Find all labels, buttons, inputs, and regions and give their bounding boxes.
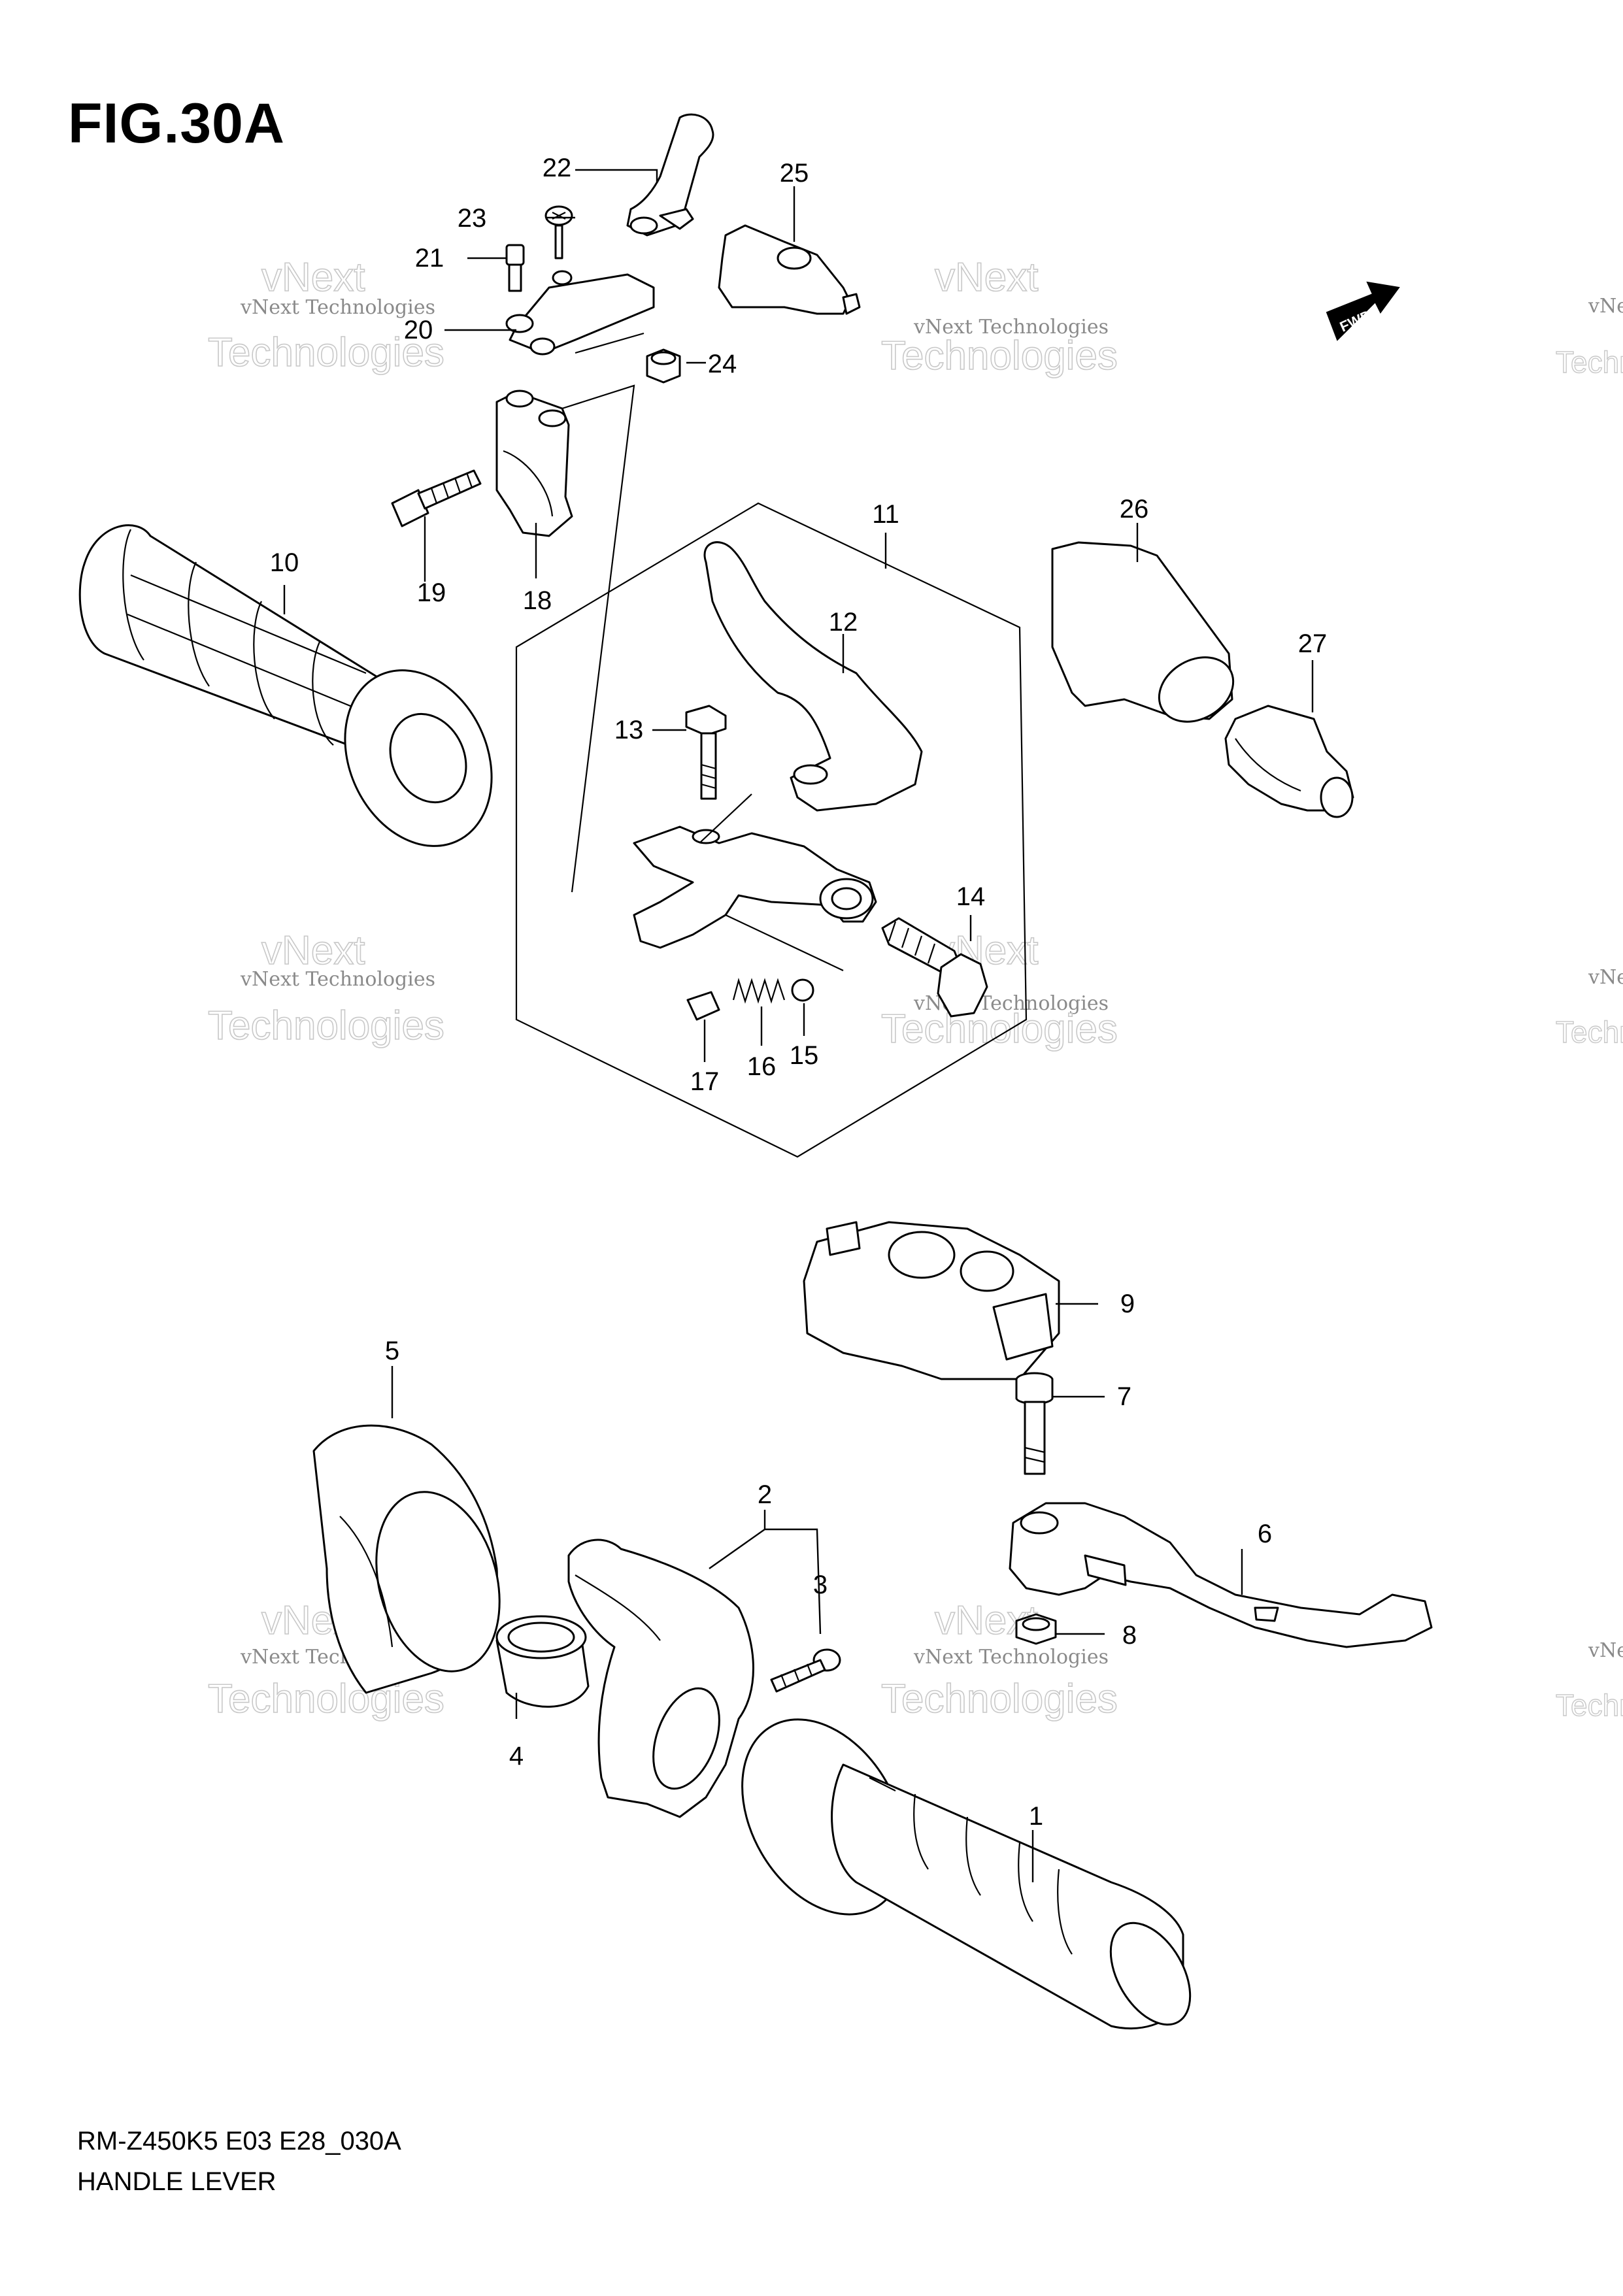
svg-text:vNext: vNext: [261, 255, 365, 300]
part-7-bolt: [1015, 1372, 1054, 1475]
svg-text:vNext Technologies: vNext Technologies: [240, 296, 435, 319]
callout-18: 18: [523, 586, 552, 615]
svg-text:vNext Technologies: vNext Technologies: [240, 968, 435, 991]
callout-6: 6: [1258, 1520, 1272, 1548]
part-26-cover: [1051, 541, 1235, 723]
callout-25: 25: [780, 159, 809, 188]
callout-13: 13: [614, 716, 644, 744]
part-12-lever: [703, 541, 923, 812]
part-9-switch-housing: [803, 1221, 1060, 1380]
watermark: vNext Technologies Technologies: [1555, 1639, 1623, 1723]
part-11-assembly-outline: [515, 502, 1028, 1158]
watermark-group: vNext vNext Technologies Technologies vN…: [207, 254, 1623, 1723]
watermark: vNext vNext Technologies Technologies: [207, 927, 445, 1049]
part-11-lever-holder: [633, 825, 877, 949]
part-19-bolt: [391, 469, 482, 527]
callout-1: 1: [1029, 1802, 1043, 1831]
callout-19: 19: [417, 578, 446, 607]
part-3-screw: [770, 1648, 841, 1693]
part-25-lever-end: [718, 224, 861, 315]
callout-labels: 22 25 23 21 20 24 19 18 10 11 12 13 14 1…: [270, 154, 1328, 1831]
callout-8: 8: [1122, 1621, 1137, 1650]
svg-text:vNext Technologies: vNext Technologies: [913, 1646, 1109, 1669]
part-23-screw: [544, 205, 573, 259]
part-14-adjuster: [881, 917, 988, 1018]
callout-27: 27: [1298, 629, 1328, 658]
part-10-grip: [78, 524, 493, 847]
svg-text:vNext: vNext: [935, 255, 1038, 300]
svg-text:Technologies: Technologies: [1556, 345, 1623, 379]
part-4-collar: [495, 1615, 590, 1708]
figure-title: FIG.30A: [68, 92, 285, 155]
part-6-brake-lever: [1009, 1502, 1433, 1648]
leader-lines: [283, 169, 1314, 1882]
callout-23: 23: [458, 204, 487, 233]
callout-21: 21: [415, 244, 444, 273]
svg-text:Technologies: Technologies: [881, 1676, 1118, 1722]
figure-caption: HANDLE LEVER: [77, 2167, 276, 2196]
part-21-bolt: [505, 244, 525, 292]
callout-5: 5: [385, 1337, 399, 1365]
svg-text:Technologies: Technologies: [881, 1007, 1118, 1052]
part-16-spring: [732, 978, 786, 1004]
svg-text:Technologies: Technologies: [881, 333, 1118, 378]
callout-12: 12: [829, 608, 858, 637]
callout-11: 11: [872, 500, 899, 529]
svg-text:vNext Technologies: vNext Technologies: [1588, 1639, 1623, 1662]
callout-4: 4: [509, 1742, 524, 1771]
svg-text:Technologies: Technologies: [208, 330, 444, 375]
part-13-bolt: [685, 705, 727, 800]
watermark: vNext vNext Technologies Technologies: [880, 1597, 1118, 1722]
part-8-nut: [1015, 1613, 1057, 1645]
part-18-clamp: [495, 390, 573, 537]
part-27-adjuster-nut: [1224, 705, 1354, 818]
callout-17: 17: [690, 1067, 720, 1096]
part-20-bracket: [505, 270, 655, 356]
callout-14: 14: [956, 882, 986, 911]
svg-text:Technologies: Technologies: [1556, 1688, 1623, 1722]
callout-3: 3: [813, 1571, 828, 1599]
part-1-grip: [741, 1718, 1192, 2030]
forward-direction-arrow: FWD: [1326, 281, 1400, 341]
part-22-hot-start-lever: [626, 113, 714, 237]
callout-10: 10: [270, 548, 299, 577]
svg-text:Technologies: Technologies: [1556, 1015, 1623, 1049]
part-2-throttle-housing: [567, 1539, 754, 1818]
svg-text:vNext: vNext: [261, 928, 365, 973]
callout-2: 2: [758, 1480, 772, 1509]
callout-9: 9: [1120, 1289, 1135, 1318]
figure-footer: RM-Z450K5 E03 E28_030A HANDLE LEVER: [77, 2121, 401, 2202]
svg-text:Technologies: Technologies: [208, 1676, 444, 1722]
callout-26: 26: [1120, 495, 1149, 524]
svg-text:Technologies: Technologies: [208, 1003, 444, 1048]
callout-7: 7: [1117, 1382, 1131, 1411]
part-15-ball: [791, 978, 814, 1002]
svg-text:vNext Technologies: vNext Technologies: [1588, 295, 1623, 318]
callout-16: 16: [747, 1052, 777, 1081]
callout-24: 24: [708, 350, 737, 378]
svg-text:vNext Technologies: vNext Technologies: [1588, 966, 1623, 989]
svg-text:vNext Technologies: vNext Technologies: [913, 316, 1109, 339]
model-code: RM-Z450K5 E03 E28_030A: [77, 2127, 401, 2155]
callout-15: 15: [790, 1041, 819, 1070]
callout-22: 22: [543, 154, 572, 182]
callout-20: 20: [404, 316, 433, 344]
part-17-pin: [686, 991, 720, 1021]
part-24-nut: [646, 348, 681, 384]
part-5-throttle-cover: [312, 1424, 501, 1694]
watermark: vNext vNext Technologies Technologies: [880, 254, 1118, 379]
watermark: vNext Technologies Technologies: [1555, 295, 1623, 380]
watermark: vNext vNext Technologies Technologies: [207, 254, 445, 376]
watermark: vNext Technologies Technologies: [1555, 966, 1623, 1050]
